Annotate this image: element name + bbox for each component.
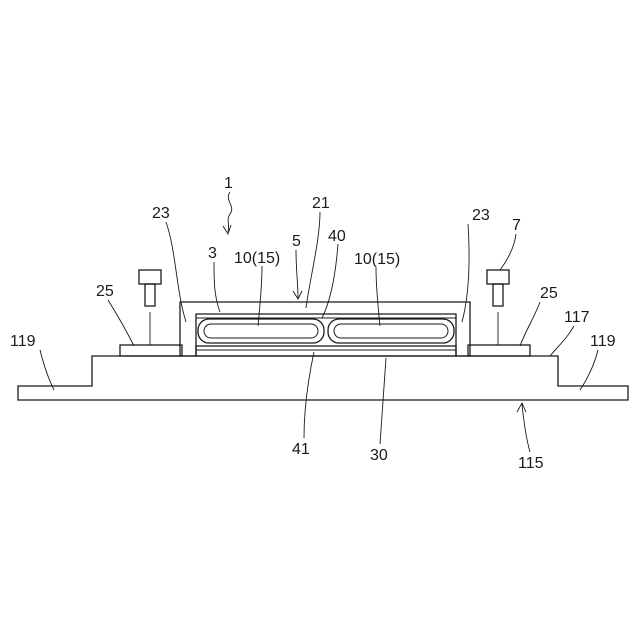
label-top-plate: 21 bbox=[312, 195, 330, 212]
label-bottom-plate: 30 bbox=[370, 447, 388, 464]
label-assembly: 1 bbox=[224, 175, 233, 192]
label-base-edge-left: 119 bbox=[10, 333, 36, 350]
flange-left bbox=[120, 345, 182, 356]
label-inner-layer-top: 40 bbox=[328, 228, 346, 245]
label-cover: 5 bbox=[292, 233, 301, 250]
label-base-step: 117 bbox=[564, 309, 590, 326]
tube-right bbox=[328, 319, 454, 343]
label-tube-right: 10(15) bbox=[354, 251, 400, 268]
label-flange-left: 25 bbox=[96, 283, 114, 300]
bottom-plate bbox=[196, 346, 456, 356]
label-side-wall-right: 23 bbox=[472, 207, 490, 224]
label-base-edge-right: 119 bbox=[590, 333, 616, 350]
label-side-wall-left: 23 bbox=[152, 205, 170, 222]
flange-right bbox=[468, 345, 530, 356]
label-flange-right: 25 bbox=[540, 285, 558, 302]
label-bolt: 7 bbox=[512, 217, 521, 234]
base-plate bbox=[18, 356, 628, 400]
bolt-right bbox=[487, 270, 509, 345]
label-inner-layer-bottom: 41 bbox=[292, 441, 310, 458]
label-tube-left: 10(15) bbox=[234, 250, 280, 267]
tube-left bbox=[198, 319, 324, 343]
label-base: 115 bbox=[518, 455, 544, 472]
bolt-left bbox=[139, 270, 161, 345]
label-heat-exchanger: 3 bbox=[208, 245, 217, 262]
